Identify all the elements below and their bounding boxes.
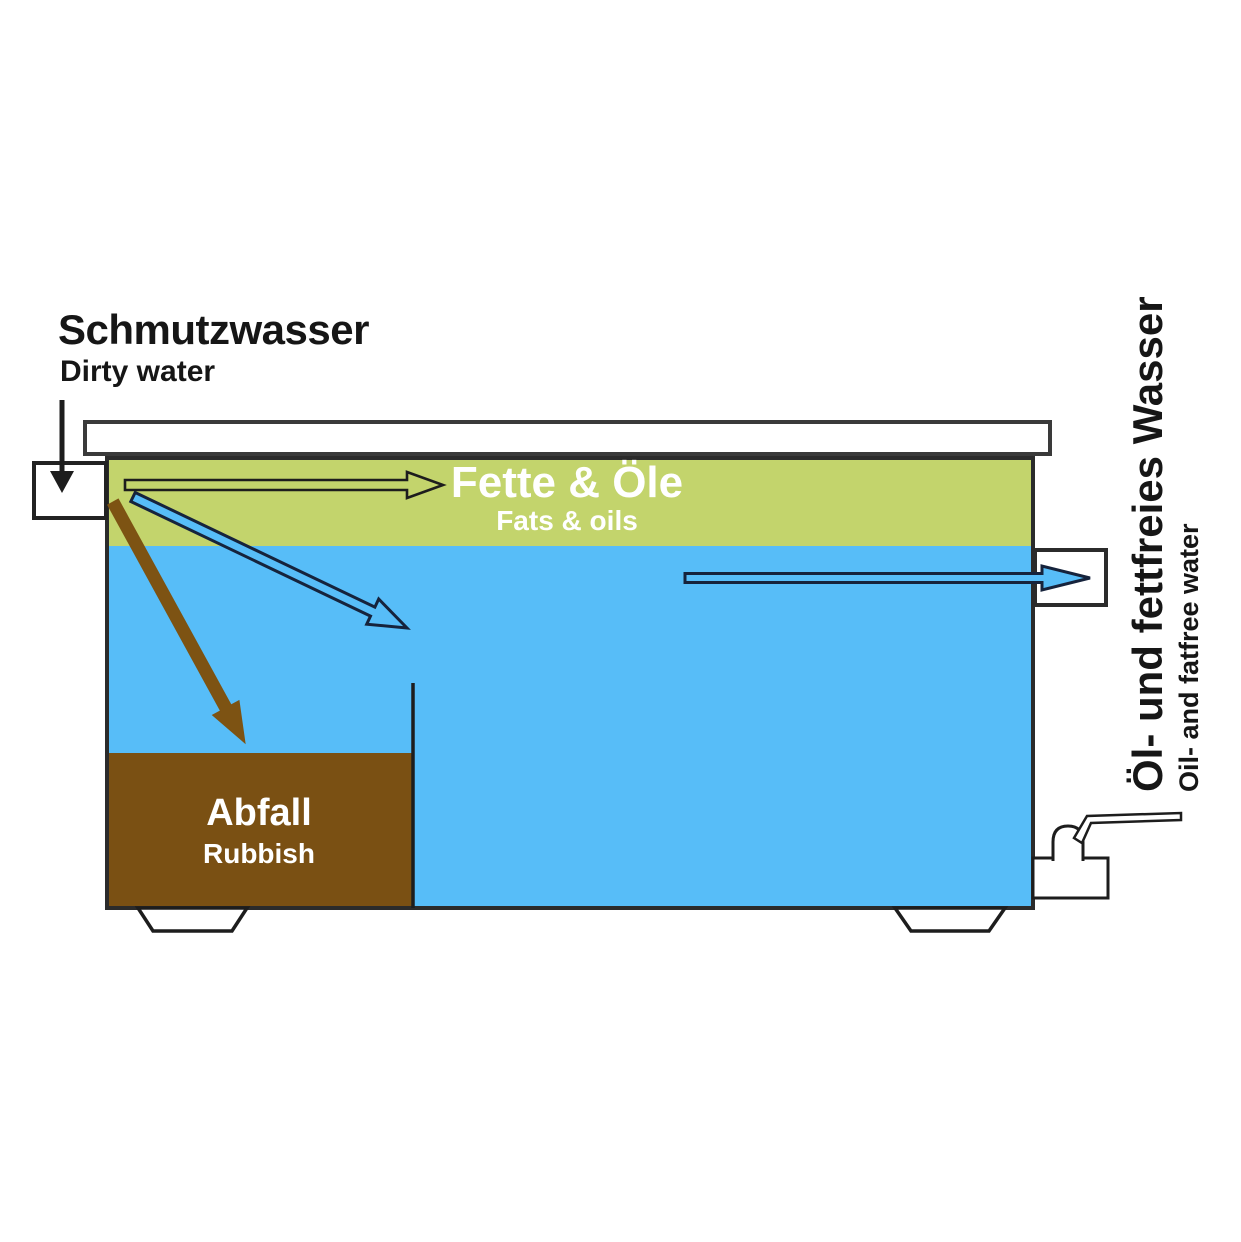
drain-valve-body bbox=[1031, 856, 1110, 900]
outlet-title: Öl- und fettfreies Wasser bbox=[1124, 296, 1171, 792]
fats-subtitle: Fats & oils bbox=[496, 505, 638, 536]
tank-foot-right bbox=[891, 906, 1009, 933]
outlet-subtitle: Oil- and fatfree water bbox=[1174, 523, 1204, 792]
inlet-pipe bbox=[32, 461, 108, 520]
rubbish-layer bbox=[109, 753, 413, 906]
rubbish-title: Abfall bbox=[206, 792, 312, 834]
outlet-pipe bbox=[1033, 548, 1108, 607]
drain-valve-handle bbox=[1072, 811, 1183, 845]
rubbish-subtitle: Rubbish bbox=[203, 838, 315, 869]
fats-title: Fette & Öle bbox=[450, 458, 684, 507]
inlet-title: Schmutzwasser bbox=[58, 306, 369, 353]
tank-foot-left bbox=[134, 906, 251, 933]
tank-lid bbox=[83, 420, 1052, 456]
drain-valve-dome bbox=[1051, 824, 1085, 861]
inlet-subtitle: Dirty water bbox=[60, 355, 216, 388]
